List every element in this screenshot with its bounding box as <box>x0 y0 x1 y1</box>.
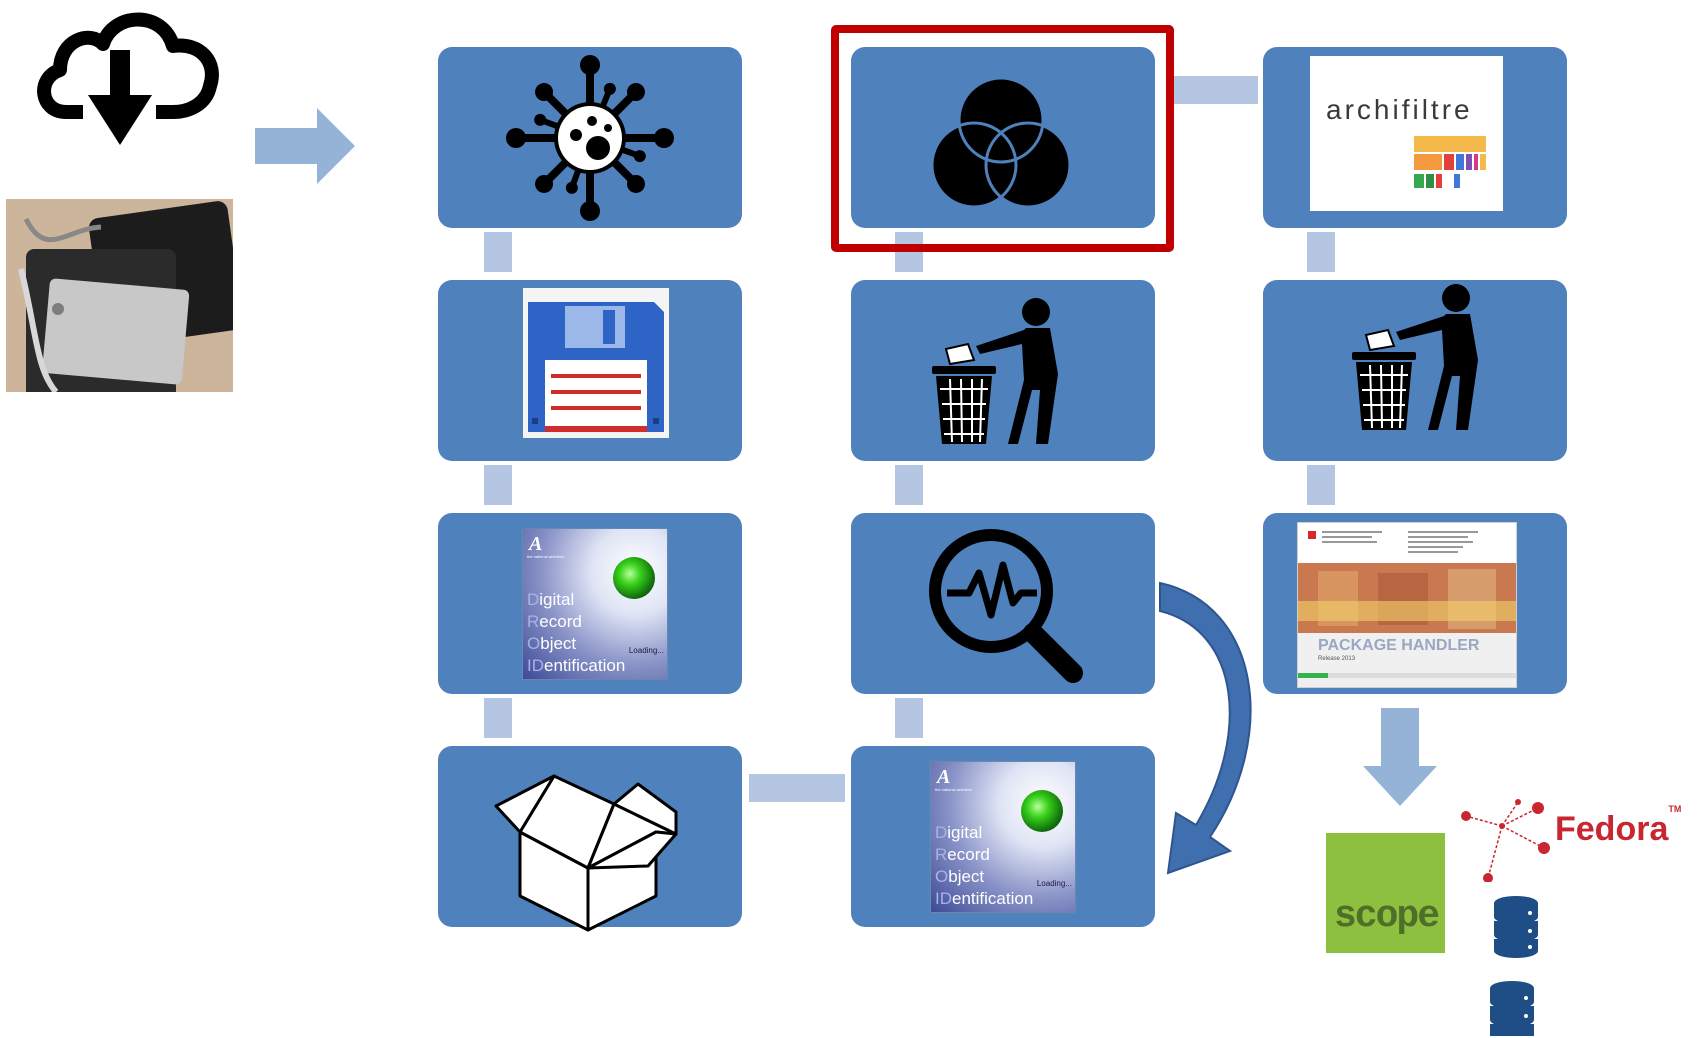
fedora-wordmark: Fedora <box>1555 810 1669 848</box>
loading-text: Loading... <box>1036 879 1072 888</box>
green-orb-icon <box>1021 790 1063 832</box>
floppy-disk-icon <box>523 288 669 438</box>
connector <box>1307 465 1335 505</box>
tile-virus-check <box>438 47 742 228</box>
fedora-trademark: TM <box>1668 803 1682 814</box>
tile-copy <box>438 280 742 461</box>
scope-wordmark: scope <box>1334 895 1440 938</box>
tna-logo: A <box>937 766 951 788</box>
package-handler-subtitle: Release 2013 <box>1318 656 1356 662</box>
droid-line: IDentification <box>935 889 1034 908</box>
highlight-frame <box>831 25 1174 252</box>
archifiltre-wordmark: archifiltre <box>1326 94 1473 125</box>
tile-droid-1: A the national archives Digital Record O… <box>438 513 742 694</box>
connector <box>484 465 512 505</box>
fedora-logo: FedoraTM <box>1555 804 1681 849</box>
external-hard-drives-photo <box>6 199 233 392</box>
loading-text: Loading... <box>628 646 664 655</box>
database-icon <box>1494 896 1538 958</box>
cloud-download-icon <box>37 12 219 145</box>
open-box-icon <box>494 774 678 932</box>
tna-logo: A <box>529 533 543 555</box>
droid-line: Record <box>935 845 990 864</box>
droid-line: Object <box>935 867 985 886</box>
virus-icon <box>506 55 674 221</box>
droid-line: Record <box>527 612 582 631</box>
fedora-network-icon <box>1461 799 1550 882</box>
droid-line: Object <box>527 634 577 653</box>
tile-droid-2: A the national archives Digital Record O… <box>851 746 1155 927</box>
archifiltre-bars-icon <box>1414 136 1486 188</box>
tna-logo-caption: the national archives <box>935 787 972 792</box>
tile-discard-2 <box>1263 280 1567 461</box>
connector <box>749 774 845 802</box>
tile-package <box>438 746 742 932</box>
connector <box>484 698 512 738</box>
database-icon <box>1490 981 1534 1036</box>
connector <box>895 232 923 272</box>
connector <box>895 698 923 738</box>
arrow-right-icon <box>255 108 355 184</box>
arrow-down-icon <box>1363 708 1437 806</box>
archifiltre-logo: archifiltre <box>1310 56 1503 211</box>
venn-diagram-icon <box>930 76 1072 209</box>
droid-splash: A the national archives Digital Record O… <box>931 762 1075 912</box>
connector <box>1172 76 1258 104</box>
droid-line: IDentification <box>527 656 626 675</box>
package-handler-banner <box>1298 523 1516 678</box>
tna-logo-caption: the national archives <box>527 554 564 559</box>
trash-bin-icon <box>1352 284 1478 430</box>
droid-splash: A the national archives Digital Record O… <box>523 529 667 679</box>
package-handler-screenshot: PACKAGE HANDLER Release 2013 <box>1297 522 1517 688</box>
connector <box>1307 232 1335 272</box>
green-orb-icon <box>613 557 655 599</box>
curved-arrow <box>1159 581 1252 875</box>
connector <box>484 232 512 272</box>
magnifier-waveform-icon <box>929 529 1083 683</box>
tile-discard-1 <box>851 280 1155 461</box>
scope-logo: scope <box>1326 833 1445 953</box>
trash-bin-icon <box>932 298 1058 444</box>
connector <box>895 465 923 505</box>
package-handler-title: PACKAGE HANDLER <box>1318 637 1480 654</box>
tile-dedup-compare <box>851 47 1155 228</box>
droid-line: Digital <box>527 590 575 609</box>
droid-line: Digital <box>935 823 983 842</box>
tile-analyse <box>851 513 1155 694</box>
